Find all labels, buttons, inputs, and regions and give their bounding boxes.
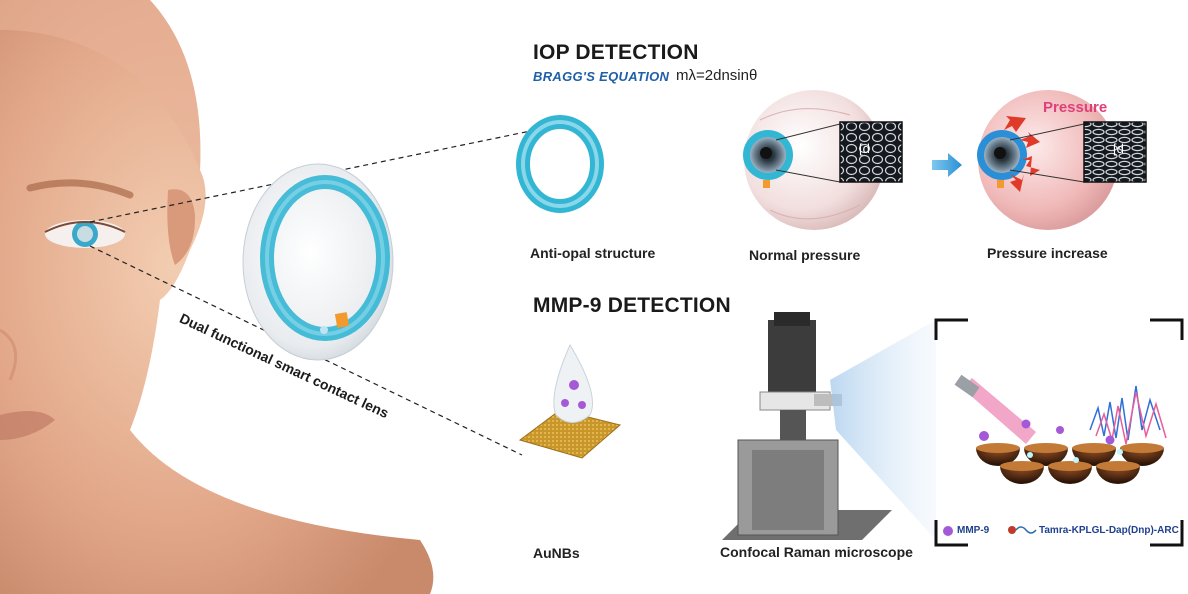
peptide-legend-icon <box>1008 526 1037 534</box>
normal-pressure-eye <box>743 90 903 230</box>
raman-caption: Confocal Raman microscope <box>720 544 913 560</box>
pressure-increase-caption: Pressure increase <box>987 245 1108 261</box>
iop-heading: IOP DETECTION <box>533 41 699 64</box>
zoom-frame <box>934 318 1184 547</box>
mmp9-legend-label: MMP-9 <box>957 525 990 536</box>
mmp9-legend-icon <box>943 526 953 536</box>
aunbs-substrate <box>518 343 622 459</box>
leader-lines <box>89 127 546 456</box>
anti-opal-caption: Anti-opal structure <box>530 245 656 261</box>
mmp9-heading: MMP-9 DETECTION <box>533 294 731 317</box>
aunbs-caption: AuNBs <box>533 545 580 561</box>
sers-illustration <box>954 374 1167 484</box>
smart-contact-lens <box>242 163 394 361</box>
d-label-compressed: [d <box>1113 141 1124 156</box>
anti-opal-ring <box>516 115 604 213</box>
pressure-increase-eye <box>977 90 1147 230</box>
pressure-arrows <box>1004 116 1040 192</box>
pressure-label: Pressure <box>1043 99 1108 116</box>
d-label-normal: [d <box>859 141 870 156</box>
pore-inset-compressed <box>1083 121 1147 183</box>
raman-microscope <box>722 312 892 540</box>
sensor-chip <box>334 312 350 328</box>
gold-nanobowls <box>976 443 1164 484</box>
human-head-illustration <box>0 0 434 594</box>
bragg-equation: mλ=2dnsinθ <box>676 67 758 84</box>
transition-arrow <box>932 153 962 177</box>
pore-inset-normal <box>839 121 903 183</box>
peptide-legend-label: Tamra-KPLGL-Dap(Dnp)-ARC <box>1039 525 1179 536</box>
bragg-label: BRAGG'S EQUATION <box>533 69 670 84</box>
normal-pressure-caption: Normal pressure <box>749 247 861 263</box>
light-beam <box>830 320 936 540</box>
